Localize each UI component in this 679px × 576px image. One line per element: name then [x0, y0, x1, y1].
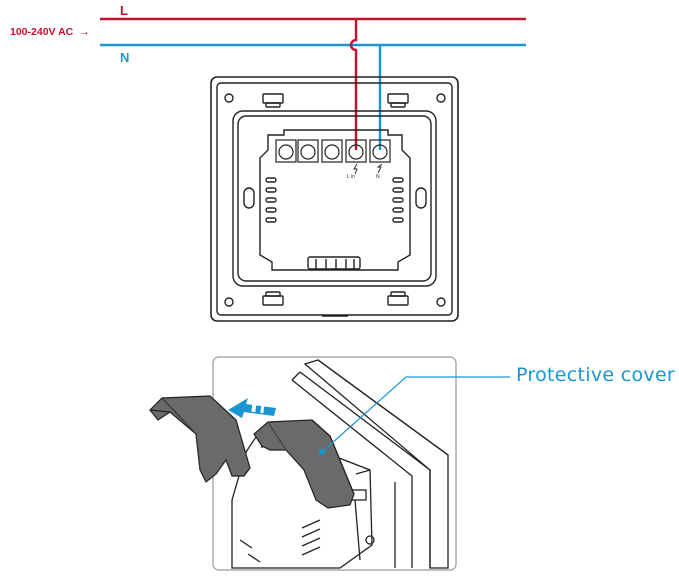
terminal-neutral-label: N: [376, 174, 380, 180]
lightning-bolt-icon: [353, 163, 358, 175]
switch-back-plate: [210, 76, 459, 322]
neutral-label: N: [120, 50, 130, 65]
terminal-live-in-label: L in: [347, 174, 355, 180]
callout-leader-line: [321, 376, 510, 453]
lightning-bolt-icon: [376, 163, 383, 174]
protective-cover-installed: [253, 419, 355, 509]
switch-side-view: [231, 359, 449, 569]
protective-cover-removed: [149, 395, 251, 483]
terminal-live-in: [345, 139, 367, 163]
live-label: L: [120, 3, 128, 18]
protective-cover-label: Protective cover: [516, 364, 676, 386]
arrow-right-icon: →: [79, 26, 90, 38]
terminal-neutral: [369, 139, 391, 163]
callout-dot: [319, 449, 325, 455]
terminal-row: [275, 139, 391, 163]
voltage-label: 100-240V AC →: [10, 26, 90, 38]
terminal-2: [297, 139, 319, 163]
live-drop-wire: [349, 19, 358, 150]
terminal-3: [321, 139, 343, 163]
arrow-left-icon: [228, 398, 276, 418]
terminal-1: [275, 139, 297, 163]
terminal-housing: [259, 129, 411, 271]
